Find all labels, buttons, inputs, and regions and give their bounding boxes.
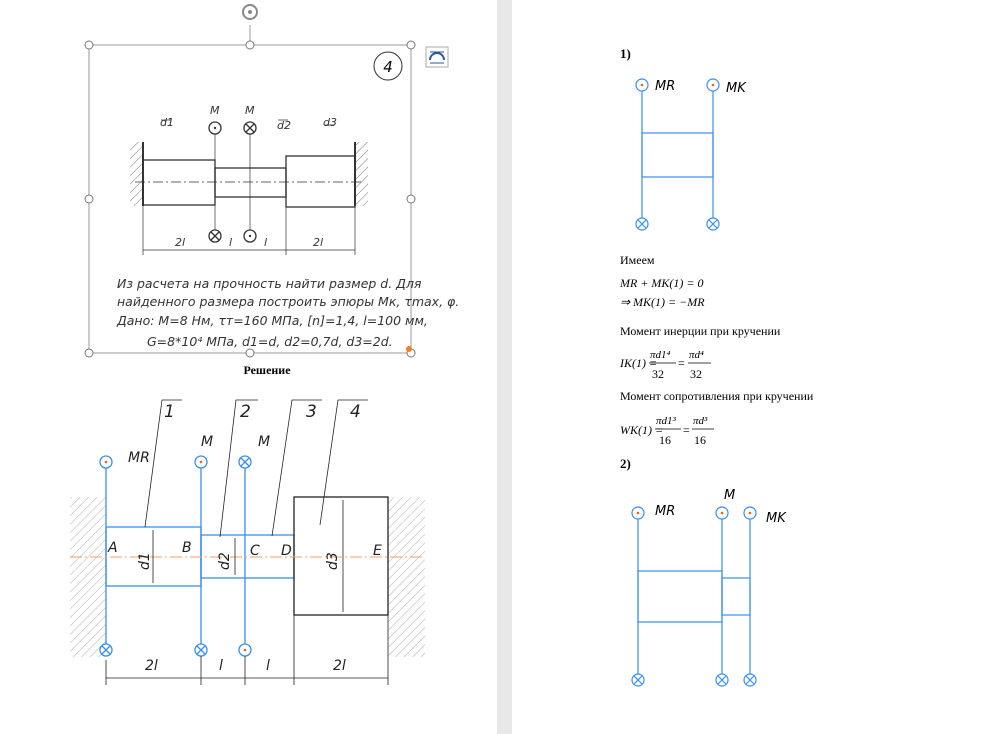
label-m1: M: [210, 104, 220, 117]
equals: =: [678, 356, 685, 370]
solution-scheme: 1 2 3 4 A B C D E MR M M d1 d2 d3 2l l l…: [70, 399, 425, 685]
resist-num-1: πd1³: [656, 415, 677, 427]
diagram-1: [635, 78, 720, 231]
label-m-2: M: [258, 434, 270, 450]
equation-1: MR + MK(1) = 0: [619, 276, 704, 290]
label-mk-1: MK: [726, 81, 747, 96]
label-m2: M: [245, 104, 255, 117]
step-1-heading: 1): [620, 46, 631, 61]
resist-title: Момент сопротивления при кручении: [620, 389, 814, 403]
dim-l-1: l: [219, 658, 223, 674]
diagram-2: [631, 506, 757, 687]
point-a: A: [107, 540, 118, 556]
dim-l-2: l: [264, 236, 267, 249]
inertia-den-2: 32: [690, 367, 702, 381]
dim-2l-left: 2l: [175, 236, 185, 249]
resist-den-1: 16: [659, 433, 671, 447]
equals: =: [683, 423, 690, 437]
equation-2: ⇒ MK(1) = −MR: [620, 295, 705, 309]
point-e: E: [373, 543, 382, 559]
dim-2l-left: 2l: [145, 658, 158, 674]
label-mr: MR: [128, 450, 150, 466]
dim-2l-right: 2l: [313, 236, 323, 249]
page-right: [512, 0, 1000, 734]
inertia-den-1: 32: [652, 367, 664, 381]
text-have: Имеем: [620, 253, 655, 267]
label-d1: d1: [137, 552, 153, 570]
label-d3: d3: [323, 116, 337, 129]
solution-heading: Решение: [243, 363, 291, 377]
label-d3: d3: [325, 552, 341, 570]
point-d: D: [281, 543, 292, 559]
step-2-heading: 2): [620, 456, 631, 471]
problem-text-line: Дано: M=8 Нм, τт=160 МПа, [n]=1,4, l=100…: [116, 313, 428, 328]
label-m-1: M: [201, 434, 213, 450]
problem-number: 4: [383, 58, 393, 76]
label-d2: d2: [277, 119, 291, 132]
inertia-title: Момент инерции при кручении: [620, 324, 781, 338]
problem-text-line: найденного размера построить эпюры Mк, τ…: [117, 294, 459, 309]
dim-l-2: l: [266, 658, 270, 674]
label-d2: d2: [217, 552, 233, 570]
point-b: B: [182, 540, 192, 556]
label-m: M: [724, 488, 735, 503]
layout-options-icon[interactable]: [425, 46, 449, 68]
rotate-handle-icon[interactable]: [242, 4, 258, 20]
leader-4: 4: [350, 402, 361, 422]
problem-text-line: Из расчета на прочность найти размер d. …: [117, 276, 422, 291]
resist-den-2: 16: [694, 433, 706, 447]
inertia-num-2: πd⁴: [689, 349, 704, 361]
problem-text-line: G=8*10⁴ МПа, d1=d, d2=0,7d, d3=2d.: [147, 334, 393, 349]
leader-2: 2: [240, 402, 251, 422]
label-mk-2: MK: [766, 511, 787, 526]
resize-handles[interactable]: [84, 40, 416, 358]
dim-l-1: l: [229, 236, 232, 249]
leader-1: 1: [164, 402, 175, 422]
point-c: C: [250, 543, 260, 559]
leader-3: 3: [306, 402, 317, 422]
problem-image[interactable]: 4 d1 d2 d3 M M 2l l l 2l Из расчета на п…: [84, 4, 459, 358]
inertia-lhs: IK(1) =: [619, 356, 657, 370]
dim-2l-right: 2l: [333, 658, 346, 674]
label-mr-2: MR: [655, 504, 675, 519]
resist-lhs: WK(1) =: [620, 423, 663, 437]
label-mr-1: MR: [655, 79, 675, 94]
resist-num-2: πd³: [693, 415, 708, 427]
label-d1: d1: [160, 116, 174, 129]
inertia-num-1: πd1⁴: [650, 349, 671, 361]
